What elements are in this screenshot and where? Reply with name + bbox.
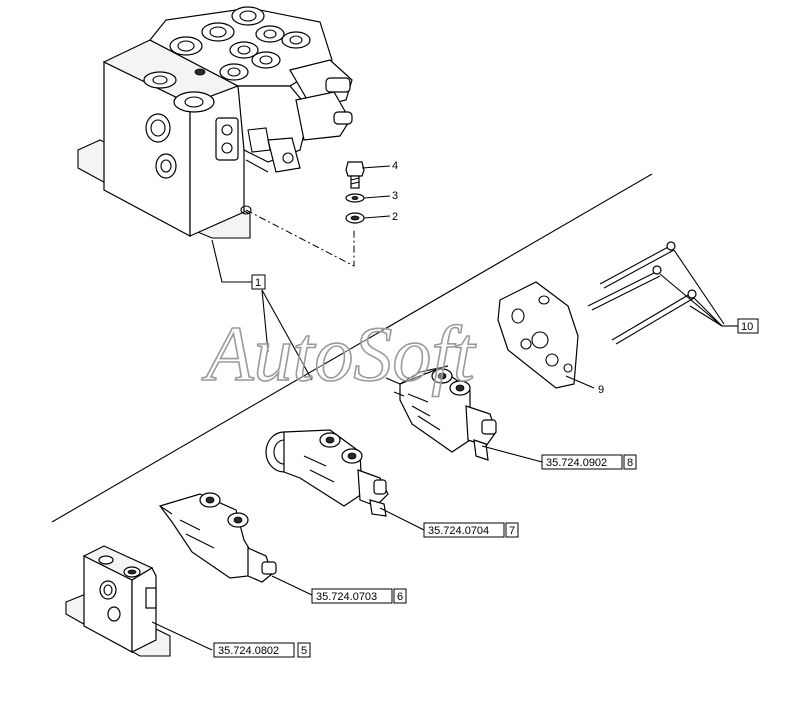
end-plate: [497, 281, 595, 389]
watermark-text: AutoSoft: [201, 310, 477, 397]
callout-1-label: 1: [255, 277, 261, 289]
section-divider-line: [51, 173, 653, 523]
valve-section-7: [265, 429, 425, 531]
reference-7[interactable]: 35.724.0704 7: [423, 522, 519, 538]
reference-8-number: 8: [627, 457, 633, 469]
reference-5-code: 35.724.0802: [218, 645, 279, 657]
reference-6[interactable]: 35.724.0703 6: [311, 588, 407, 604]
callout-4-label: 4: [392, 160, 398, 172]
tie-rods: [587, 241, 738, 345]
reference-6-code: 35.724.0703: [316, 591, 377, 603]
reference-7-code: 35.724.0704: [428, 525, 489, 537]
callout-4[interactable]: 4: [392, 160, 398, 172]
reference-5[interactable]: 35.724.0802 5: [213, 642, 311, 658]
bolt-and-washers: [345, 161, 365, 224]
callout-3[interactable]: 3: [392, 190, 398, 202]
callout-2-label: 2: [392, 211, 398, 223]
reference-8[interactable]: 35.724.0902 8: [541, 454, 637, 470]
assembly-dashed-line: [245, 209, 355, 267]
callout-10-label: 10: [741, 321, 753, 333]
reference-6-number: 6: [397, 591, 403, 603]
callout-9-label: 9: [598, 384, 604, 396]
reference-8-code: 35.724.0902: [546, 457, 607, 469]
reference-7-number: 7: [509, 525, 515, 537]
assembled-control-valve: [77, 6, 353, 239]
callout-3-label: 3: [392, 190, 398, 202]
callout-2[interactable]: 2: [392, 211, 398, 223]
inlet-block-5: [65, 545, 213, 657]
reference-5-number: 5: [301, 645, 307, 657]
valve-section-6: [159, 492, 315, 597]
valve-section-8: [385, 365, 543, 463]
callout-10[interactable]: 10: [737, 318, 759, 334]
callout-1[interactable]: 1: [251, 274, 266, 290]
top-leader-lines: [211, 165, 391, 381]
callout-9[interactable]: 9: [598, 384, 604, 396]
